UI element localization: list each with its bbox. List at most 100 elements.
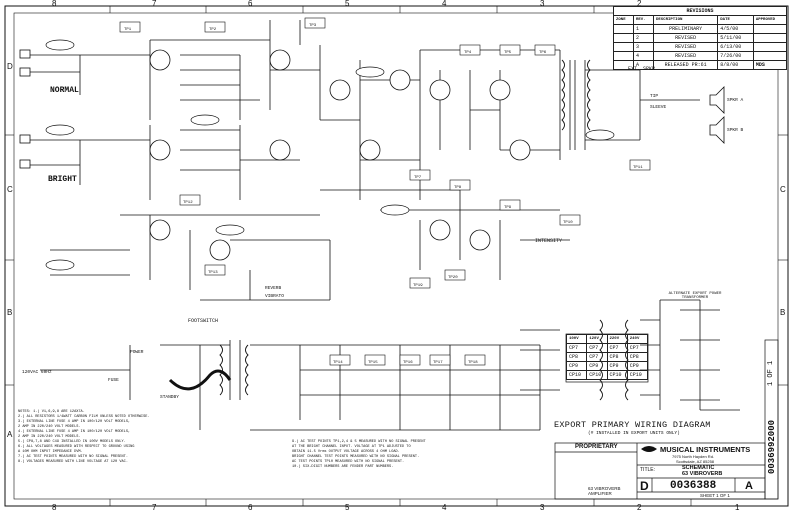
drawing-border [4,5,789,507]
title-block-frame [554,339,779,500]
company-name: MUSICAL INSTRUMENTS [660,445,751,454]
drawing-title-line1: SCHEMATIC [682,465,715,471]
tp-label: TP12 [183,201,193,205]
speakers [709,86,725,144]
zone-col-3-top: 3 [540,0,545,8]
tp-label: TP6 [539,51,547,55]
vibrato-label: VIBRATO [265,294,284,299]
rev-header-zone: ZONE [613,15,634,25]
note-line: 5.) CP8,7,8 AND C49 INSTALLED IN 100V MO… [18,440,126,444]
note-line: AC TEST POINTS TP10 MEASURED WITH NO SIG… [292,460,405,464]
intensity-label: INTENSITY [535,238,563,244]
export-header: 220V [606,334,628,344]
title-field-label: TITLE: [640,467,656,473]
side-drawing-number: 0036992000 [767,419,777,474]
rev-header-rev: REV. [632,15,654,25]
fuse-label: FUSE [108,378,119,383]
note-line: 3.) EXTERNAL LINE FUSE 4 AMP IN 100/120 … [18,420,131,424]
zone-row-a-left: A [7,430,13,439]
note-line: 7.) AC TEST POINTS MEASURED WITH NO SIGN… [18,455,128,459]
footswitch-label: FOOTSWITCH [188,318,219,324]
drawing-size: D [640,479,649,493]
export-header: 240V [626,334,649,344]
tp-label: TP5 [504,51,512,55]
note-line: 8.) VOLTAGES MEASURED WITH LINE VOLTAGE … [18,460,128,464]
zone-col-5-bottom: 5 [345,503,350,512]
zone-col-1-bottom: 1 [735,503,740,512]
drawing-title-line2: 63 VIBROVERB [682,471,723,477]
tp-label: TP16 [403,361,413,365]
tp-label: TP20 [448,276,458,280]
drawing-inner-border [13,12,779,500]
tp-label: TP17 [433,361,443,365]
tp-label: TP10 [563,221,573,225]
drawing-revision: A [745,480,753,492]
alternate-export-title: ALTERNATE EXPORT POWER TRANSFORMER [668,292,722,300]
zone-row-d-left: D [7,62,13,71]
company-logo [641,446,657,452]
rev-header-date: DATE [717,15,754,25]
vacuum-tubes [149,49,531,261]
sheet-number: SHEET 1 OF 1 [700,493,730,498]
note-line: 4.) EXTERNAL LINE FUSE 4 AMP IN 100/120 … [18,430,131,434]
zone-col-6-bottom: 6 [248,503,253,512]
note-line: OBTAIN 11.5 Vrms OUTPUT VOLTAGE ACROSS 4… [292,450,400,454]
note-line: NOTES: 1.) V1,6,9,8 ARE 12AX7A. [18,410,85,414]
revisions-table: REVISIONS ZONE REV. DESCRIPTION DATE APP… [613,6,788,70]
bright-channel-label: BRIGHT [48,175,77,184]
input-jacks [19,49,31,169]
normal-channel-label: NORMAL [50,86,79,95]
spkr-a-label: SPKR A [727,98,744,103]
heater-wiring [168,369,232,391]
zone-col-6-top: 6 [248,0,253,8]
tp-label: TP13 [208,271,218,275]
note-line: BRIGHT CHANNEL TEST POINTS MEASURED WITH… [292,455,420,459]
export-header: 120V [586,334,608,344]
note-line: 2.) ALL RESISTORS 1/4WATT CARBON FILM UN… [18,415,150,419]
export-header: 100V [565,334,588,344]
zone-ticks [5,6,788,506]
zone-col-3-bottom: 3 [540,503,545,512]
amplifier-name: 63 VIBROVERB AMPLIFIER [588,486,621,496]
rev-header-desc: DESCRIPTION [652,15,719,25]
note-line: A 10M OHM INPUT IMPEDANCE DVM. [18,450,83,454]
drawing-number: 0036388 [670,480,717,492]
zone-row-c-right: C [780,185,786,194]
zone-col-8-bottom: 8 [52,503,57,512]
tp-label: TP19 [413,284,423,288]
zone-row-c-left: C [7,185,13,194]
side-sheet-number: 1 OF 1 [767,360,775,386]
sleeve-label: SLEEVE [650,105,667,110]
reverb-label: REVERB [265,286,282,291]
tp-label: TP18 [468,361,478,365]
tp-label: TP7 [414,176,422,180]
zone-row-b-left: B [7,308,13,317]
mains-input-label: 120VAC 60Hz [22,370,52,375]
zone-col-4-top: 4 [442,0,447,8]
notes-block-left: NOTES: 1.) V1,6,9,8 ARE 12AX7A. 2.) ALL … [18,410,150,465]
tp-label: TP14 [333,361,343,365]
zone-col-7-top: 7 [152,0,157,8]
company-address-line2: Scottsdale, AZ 85258 [676,459,715,464]
tp-label: TP3 [309,24,317,28]
note-line: 6.) ALL VOLTAGES MEASURED WITH RESPECT T… [18,445,135,449]
proprietary-label: PROPRIETARY [575,444,618,450]
zone-col-8-top: 8 [52,0,57,8]
tp-label: TP1 [124,28,132,32]
tp-label: TP11 [633,166,643,170]
note-line: 2 AMP IN 220/240 VOLT MODELS. [18,425,81,429]
voltage-callouts [45,39,615,271]
zone-col-2-bottom: 2 [637,503,642,512]
spkr-b-label: SPKR B [727,128,744,133]
revisions-title: REVISIONS [613,6,787,16]
tp-label: TP2 [209,28,217,32]
